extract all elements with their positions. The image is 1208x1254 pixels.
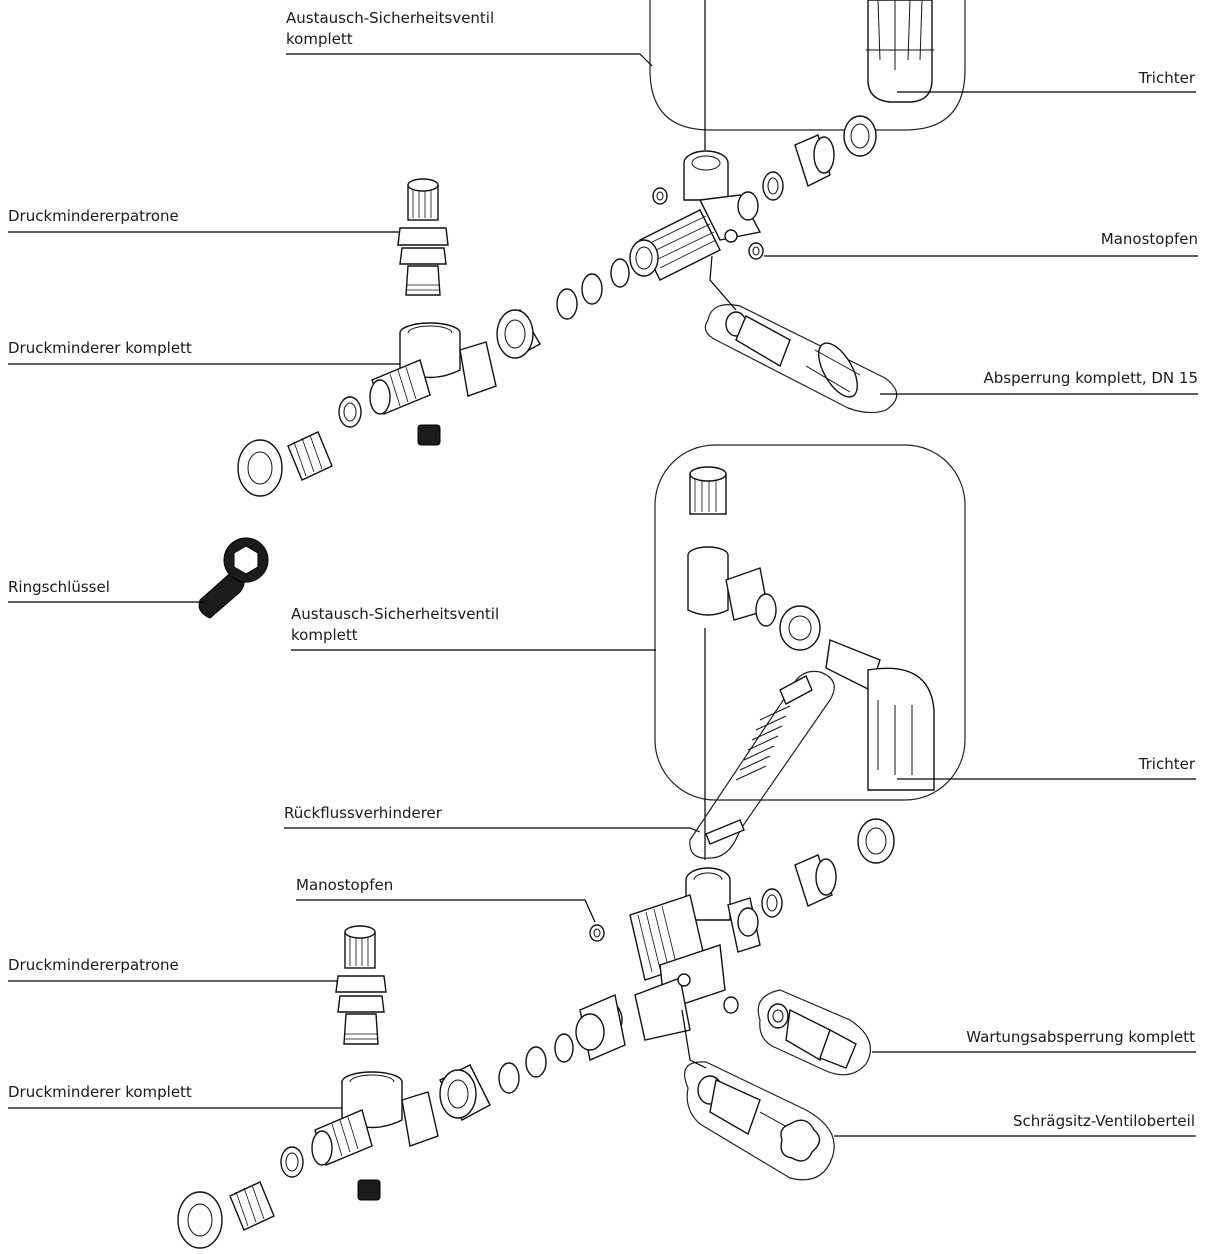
bottom-valve-frame <box>654 444 966 801</box>
bottom-valve-label-line2: komplett <box>291 626 358 644</box>
top-small-plug <box>652 187 668 205</box>
maintenance-shutoff-capsule <box>757 989 871 1076</box>
top-left-chain <box>496 239 659 359</box>
bottom-plug-leader <box>296 899 596 923</box>
top-shutoff-label: Absperrung komplett, DN 15 <box>983 369 1198 387</box>
angle-valve-capsule <box>684 1061 835 1181</box>
top-funnel-label: Trichter <box>1138 69 1196 87</box>
top-cartridge-label: Druckmindererpatrone <box>8 207 179 225</box>
bottom-manostopfen-part <box>589 924 739 1014</box>
top-cartridge-part <box>397 178 449 296</box>
wrench-label: Ringschlüssel <box>8 578 110 596</box>
bottom-valve-label-line1: Austausch-Sicherheitsventil <box>291 605 499 623</box>
bottom-lower-left-chain <box>177 1146 304 1249</box>
bottom-valve-parts <box>687 466 935 791</box>
top-reducer-part <box>369 322 497 446</box>
backflow-leader <box>284 827 701 833</box>
top-shutoff-capsule <box>704 304 898 414</box>
bottom-plug-label: Manostopfen <box>296 876 393 894</box>
angle-valve-label: Schrägsitz-Ventiloberteil <box>1013 1112 1195 1130</box>
bottom-left-chain <box>439 994 626 1121</box>
top-valve-label-line2: komplett <box>286 30 353 48</box>
bottom-reducer-label: Druckminderer komplett <box>8 1083 192 1101</box>
top-lower-left-chain <box>237 396 362 497</box>
top-right-chain <box>762 115 877 201</box>
top-valve-leader <box>286 53 653 67</box>
bottom-reducer-part <box>311 1071 439 1201</box>
top-reducer-label: Druckminderer komplett <box>8 339 192 357</box>
top-funnel-part <box>866 0 934 103</box>
backflow-capsule <box>689 670 835 859</box>
bottom-cartridge-part <box>335 925 387 1045</box>
bottom-right-chain <box>761 818 895 918</box>
angle-valve-link <box>681 1009 707 1069</box>
maintenance-shutoff-label: Wartungsabsperrung komplett <box>966 1028 1195 1046</box>
bottom-funnel-label: Trichter <box>1138 755 1196 773</box>
top-shutoff-link <box>709 255 737 311</box>
backflow-label: Rückflussverhinderer <box>284 804 443 822</box>
top-valve-label-line1: Austausch-Sicherheitsventil <box>286 9 494 27</box>
wrench-part <box>198 537 269 619</box>
bottom-tee-fitting <box>629 867 761 1041</box>
top-plug-label: Manostopfen <box>1101 230 1198 248</box>
bottom-cartridge-label: Druckmindererpatrone <box>8 956 179 974</box>
top-manostopfen-part <box>724 229 764 260</box>
top-valve-frame <box>649 0 966 131</box>
